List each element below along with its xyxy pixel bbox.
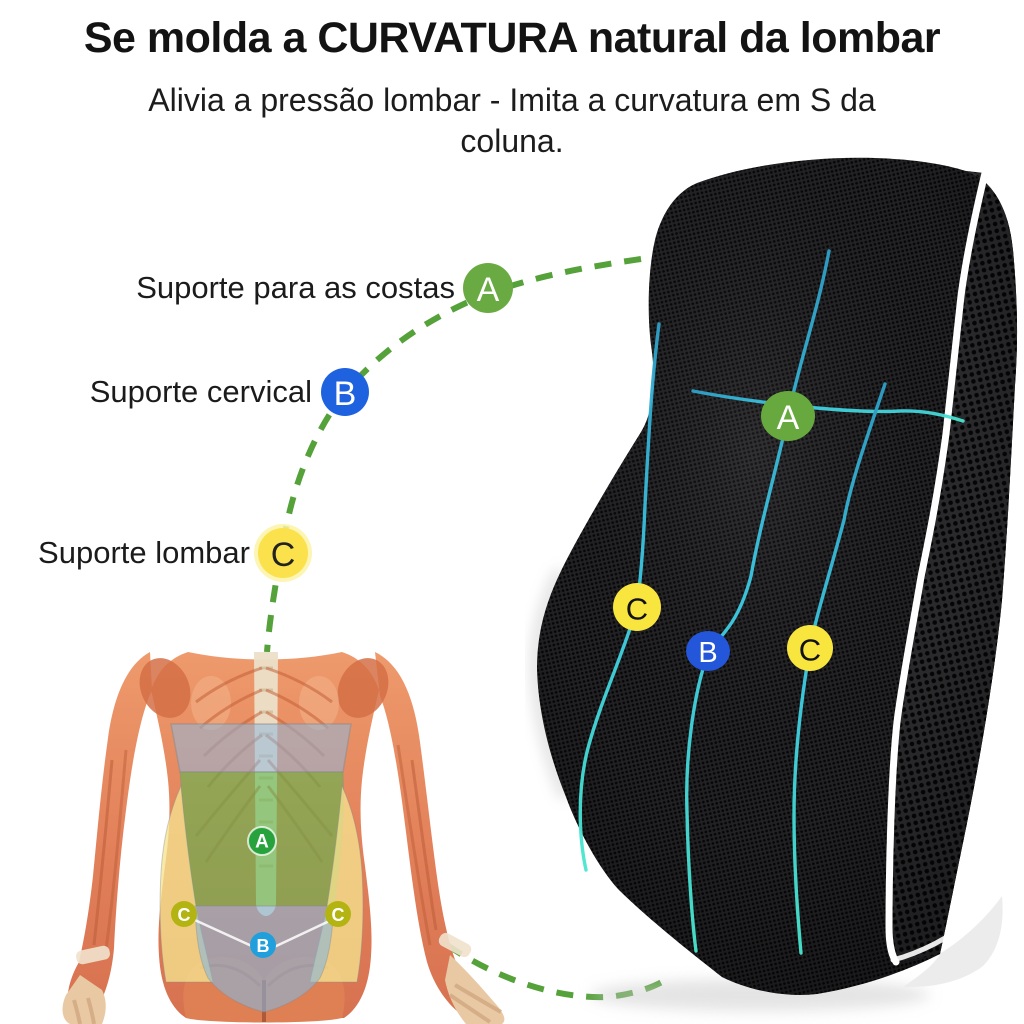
anatomy-left-hand [62,975,106,1024]
cushion-marker-c-right: C [787,625,833,671]
overlay-upper-back-zone [170,723,352,773]
lumbar-cushion-photo: A C B C [530,157,1018,1011]
anatomy-marker-a: A [247,826,277,856]
cushion-base-highlight [903,896,1003,988]
svg-text:C: C [799,633,821,668]
svg-text:C: C [271,536,296,574]
anatomy-marker-c-right: C [325,901,351,927]
flow-line-center [685,249,831,953]
svg-text:A: A [477,271,500,309]
callout-label-cervical-support: Suporte cervical [89,374,312,409]
callout-label-back-support: Suporte para as costas [136,270,455,305]
svg-text:C: C [332,905,345,925]
anatomy-left-arm [67,652,152,1014]
subtitle-line-2: coluna. [460,123,564,159]
overlay-sacrum-zone [194,905,335,1013]
anatomy-marker-c-left: C [171,901,197,927]
anatomy-illustration [62,652,505,1024]
svg-text:B: B [698,637,717,669]
cushion-marker-a: A [761,391,815,441]
anatomy-right-arm [375,652,497,1020]
svg-text:A: A [777,399,800,437]
cushion-shading [537,157,1018,995]
svg-text:C: C [626,592,648,627]
svg-text:B: B [257,936,270,956]
callout-badge-a: A [463,263,513,313]
cushion-marker-b: B [686,631,730,671]
svg-text:A: A [255,832,269,853]
svg-text:B: B [334,375,357,413]
cushion-piping-seam [885,169,989,966]
cushion-bottom-seam [890,915,976,963]
callout-label-lumbar-support: Suporte lombar [38,535,250,570]
callout-badge-c: C [254,524,312,582]
callout-badge-b: B [321,368,369,416]
cushion-marker-c-left: C [613,583,661,631]
subtitle: Alivia a pressão lombar - Imita a curvat… [0,80,1024,162]
svg-text:C: C [178,905,191,925]
subtitle-line-1: Alivia a pressão lombar - Imita a curvat… [148,82,876,118]
anatomy-marker-b: B [250,932,276,958]
page-title: Se molda a CURVATURA natural da lombar [83,14,941,62]
